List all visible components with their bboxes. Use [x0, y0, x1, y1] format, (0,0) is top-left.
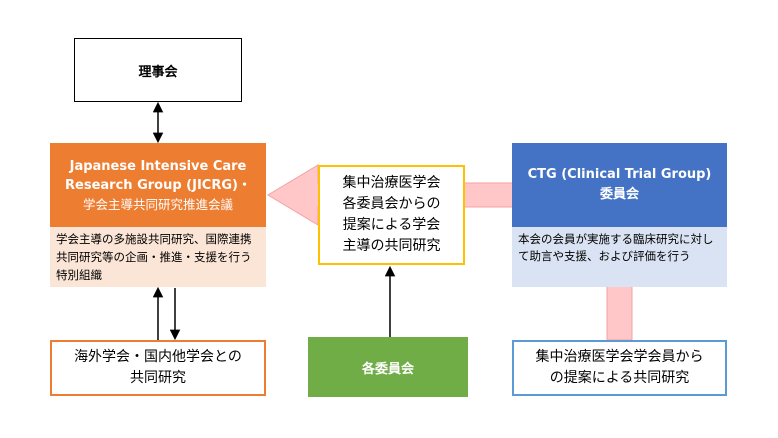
- members-line-1: 集中治療医学会学会員から: [535, 349, 704, 365]
- overseas-line-1: 海外学会・国内他学会との: [74, 349, 242, 365]
- proposal-line-3: 提案による学会: [342, 217, 441, 233]
- committee-proposal-box: 集中治療医学会 各委員会からの 提案による学会 主導の共同研究: [318, 165, 465, 265]
- proposal-line-2: 各委員会からの: [342, 196, 441, 212]
- overseas-line-2: 共同研究: [130, 370, 186, 386]
- proposal-line-4: 主導の共同研究: [342, 238, 441, 254]
- jicrg-title-line-3: 学会主導共同研究推進会議: [82, 196, 233, 212]
- jicrg-description: 学会主導の多施設共同研究、国際連携共同研究等の企画・推進・支援を行う特別組織: [50, 227, 266, 287]
- ctg-title-line-1: CTG (Clinical Trial Group): [527, 167, 712, 182]
- ctg-title-line-2: 委員会: [599, 187, 639, 202]
- proposal-line-1: 集中治療医学会: [342, 175, 441, 191]
- jicrg-title-line-2: Research Group (JICRG)・: [65, 177, 251, 193]
- ctg-title-box: CTG (Clinical Trial Group) 委員会: [512, 143, 727, 227]
- overseas-collab-box: 海外学会・国内他学会との 共同研究: [50, 340, 266, 396]
- committees-box: 各委員会: [308, 337, 468, 397]
- jicrg-title-line-1: Japanese Intensive Care: [69, 158, 247, 174]
- committees-label: 各委員会: [361, 361, 414, 377]
- board-label: 理事会: [138, 64, 178, 80]
- jicrg-title-box: Japanese Intensive Care Research Group (…: [50, 143, 266, 227]
- member-proposal-box: 集中治療医学会学会員から の提案による共同研究: [512, 340, 727, 396]
- members-line-2: の提案による共同研究: [549, 370, 690, 386]
- board-box: 理事会: [74, 38, 242, 102]
- ctg-description: 本会の会員が実施する臨床研究に対して助言や支援、および評価を行う: [512, 227, 727, 287]
